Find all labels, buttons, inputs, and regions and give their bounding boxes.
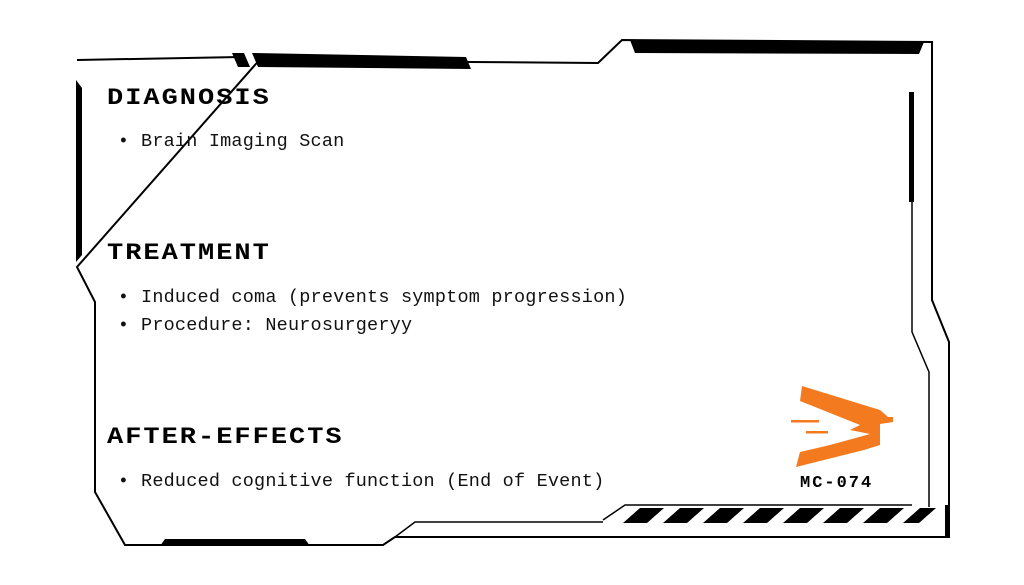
treatment-list: Induced coma (prevents symptom progressi… bbox=[118, 284, 627, 340]
bottom-bar bbox=[160, 539, 310, 546]
orange-chevron-logo bbox=[791, 386, 893, 467]
inner-bottom-line bbox=[602, 504, 912, 521]
top-bar-left bbox=[252, 53, 471, 69]
list-item: Reduced cognitive function (End of Event… bbox=[118, 468, 604, 496]
top-bar-right bbox=[630, 40, 924, 54]
treatment-heading: TREATMENT bbox=[107, 241, 271, 267]
top-tick bbox=[232, 53, 250, 67]
after-effects-heading: AFTER-EFFECTS bbox=[107, 425, 344, 451]
list-item: Brain Imaging Scan bbox=[118, 128, 344, 156]
diagnosis-heading: DIAGNOSIS bbox=[107, 86, 271, 112]
list-item: Procedure: Neurosurgeryy bbox=[118, 312, 627, 340]
diagnosis-list: Brain Imaging Scan bbox=[118, 128, 344, 156]
list-item: Induced coma (prevents symptom progressi… bbox=[118, 284, 627, 312]
right-accent-bar bbox=[909, 92, 914, 202]
badge-code: MC-074 bbox=[800, 474, 874, 493]
after-effects-list: Reduced cognitive function (End of Event… bbox=[118, 468, 604, 496]
inner-bottom-step bbox=[394, 521, 603, 538]
hazard-stripes bbox=[623, 508, 936, 523]
corner-accent bbox=[945, 505, 950, 538]
inner-right-line bbox=[911, 200, 930, 507]
left-accent-bar bbox=[76, 80, 82, 262]
